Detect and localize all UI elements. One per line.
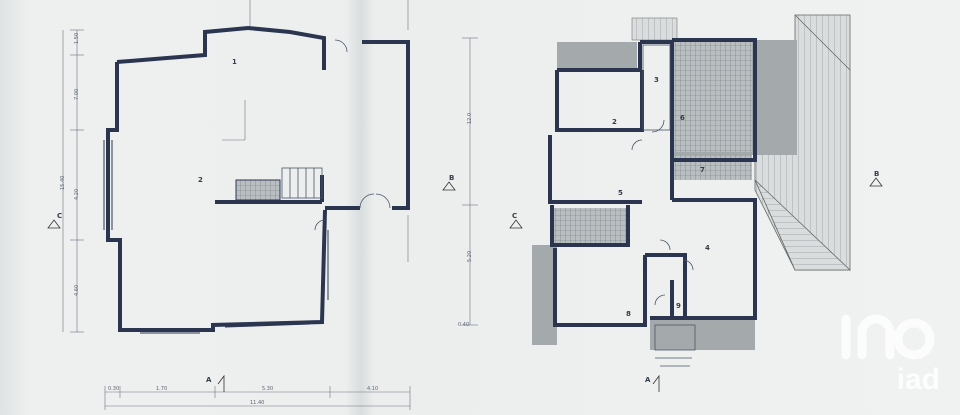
iad-logo-icon	[841, 314, 935, 360]
watermark-text: iad	[896, 363, 940, 396]
right-floor-plan	[462, 14, 883, 392]
iad-watermark-logo: iad	[832, 297, 942, 397]
left-floor-plan	[47, 0, 456, 410]
